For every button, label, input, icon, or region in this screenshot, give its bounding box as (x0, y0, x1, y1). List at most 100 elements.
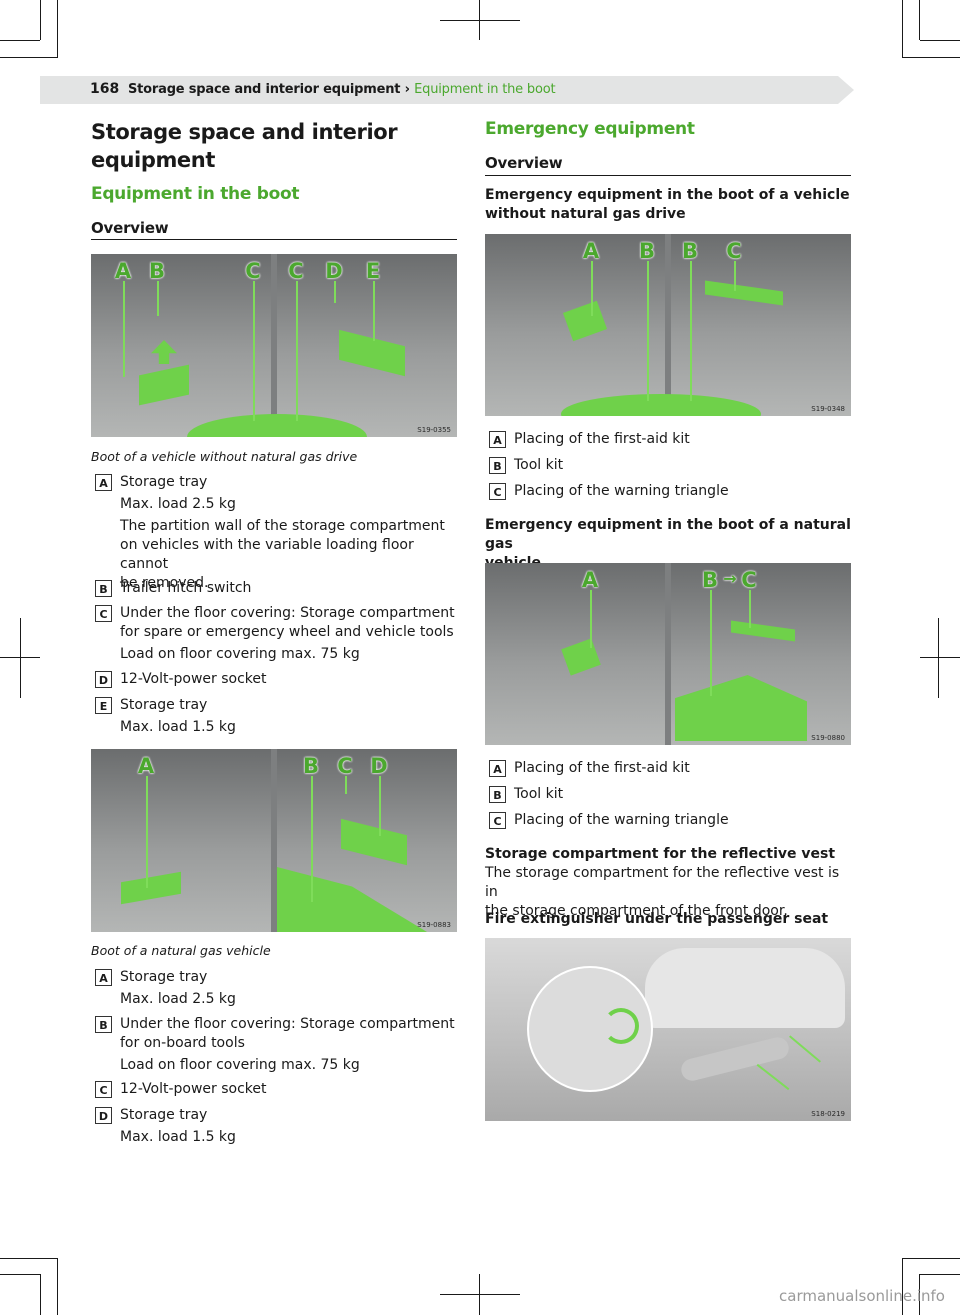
item-line: Max. load 1.5 kg (120, 719, 236, 735)
vest-heading: Storage compartment for the reflective v… (485, 846, 836, 862)
crop-mark (920, 657, 960, 658)
arrow-icon: → (723, 569, 737, 588)
key-badge: D (95, 671, 112, 688)
fire-extinguisher-heading: Fire extinguisher under the passenger se… (485, 911, 829, 927)
callout-label: C (288, 259, 304, 283)
key-badge: C (95, 605, 112, 622)
item-line: Max. load 1.5 kg (120, 1129, 236, 1145)
key-badge: A (95, 474, 112, 491)
emergency-figure-1: A B B C S19-0348 (485, 234, 851, 416)
crop-mark (479, 0, 480, 40)
callout-label: B (681, 239, 698, 263)
callout-line (296, 281, 298, 421)
vest-text-line: The storage compartment for the reflecti… (485, 865, 840, 900)
callout-label: C (741, 568, 757, 592)
page-title: Storage space and interior equipment (91, 118, 451, 174)
list-item: Trailer hitch switch (120, 579, 460, 598)
callout-label: B (302, 754, 319, 778)
callout-line (373, 281, 375, 341)
breadcrumb: Storage space and interior equipment › E… (128, 82, 556, 97)
item-line: 12-Volt-power socket (120, 1081, 267, 1097)
crop-mark (902, 0, 903, 58)
boot-figure-1: A B C C D E S19-0355 (91, 254, 457, 437)
item-line: on vehicles with the variable loading fl… (120, 537, 414, 572)
vest-text-line: the storage compartment of the front doo… (485, 903, 788, 919)
callout-line (734, 261, 736, 291)
pointer-arrow (789, 1035, 821, 1063)
list-item: Placing of the warning triangle (514, 483, 729, 499)
callout-label: A (114, 259, 132, 283)
page-title-line: equipment (91, 148, 215, 172)
heading-line: without natural gas drive (485, 206, 686, 222)
figure-code: S19-0348 (811, 405, 845, 413)
crop-mark (919, 1274, 920, 1315)
item-line: Under the floor covering: Storage compar… (120, 1016, 455, 1032)
section-title: Equipment in the boot (91, 184, 300, 204)
watermark: carmanualsonline.info (779, 1287, 945, 1305)
vest-section: Storage compartment for the reflective v… (485, 845, 855, 921)
key-badge: B (489, 786, 506, 803)
breadcrumb-separator: › (404, 82, 410, 97)
fire-extinguisher-figure: S18-0219 (485, 938, 851, 1121)
item-line: Trailer hitch switch (120, 580, 252, 596)
callout-label: A (137, 754, 155, 778)
callout-line (157, 281, 159, 316)
page-header: 168 Storage space and interior equipment… (40, 76, 854, 104)
callout-label: A (581, 568, 599, 592)
item-line: Storage tray (120, 697, 208, 713)
key-badge: C (489, 812, 506, 829)
overview-heading: Overview (91, 219, 169, 237)
callout-line (690, 261, 692, 401)
breadcrumb-section: Storage space and interior equipment (128, 82, 401, 97)
crop-mark (57, 1258, 58, 1315)
figure-code: S18-0219 (811, 1110, 845, 1118)
key-badge: E (95, 697, 112, 714)
list-item: Tool kit (514, 457, 564, 473)
floor-highlight (187, 414, 367, 437)
boot-photo-left (91, 749, 271, 932)
list-item: Storage tray Max. load 2.5 kg (120, 968, 460, 1009)
callout-label: B (638, 239, 655, 263)
boot-photo-left (91, 254, 271, 437)
callout-label: B (701, 568, 718, 592)
crop-mark (479, 1274, 480, 1315)
heading-line: Emergency equipment in the boot of a nat… (485, 517, 851, 552)
page-number: 168 (90, 81, 120, 97)
callout-label: C (726, 239, 742, 263)
item-line: Max. load 2.5 kg (120, 991, 236, 1007)
crop-mark (40, 0, 41, 40)
crop-mark (920, 40, 960, 41)
callout-line (647, 261, 649, 401)
key-badge: B (95, 1016, 112, 1033)
item-line: 12-Volt-power socket (120, 671, 267, 687)
callout-line (345, 776, 347, 794)
callout-line (253, 281, 255, 421)
figure-caption: Boot of a vehicle without natural gas dr… (91, 449, 358, 464)
list-item: Under the floor covering: Storage compar… (120, 1015, 460, 1075)
key-badge: B (489, 457, 506, 474)
crop-mark (902, 1258, 960, 1259)
emergency-title: Emergency equipment (485, 119, 695, 139)
list-item: Storage tray Max. load 1.5 kg (120, 1106, 460, 1147)
item-line: Under the floor covering: Storage compar… (120, 605, 455, 621)
callout-line (590, 590, 592, 648)
item-line: Storage tray (120, 1107, 208, 1123)
boot-photo-right (671, 234, 851, 416)
key-badge: A (95, 969, 112, 986)
callout-line (749, 590, 751, 628)
figure-caption: Boot of a natural gas vehicle (91, 943, 271, 958)
list-item: Tool kit (514, 786, 564, 802)
list-item: Under the floor covering: Storage compar… (120, 604, 460, 664)
heading-rule (91, 239, 457, 240)
callout-label: A (582, 239, 600, 263)
crop-mark (0, 1258, 58, 1259)
key-badge: A (489, 760, 506, 777)
key-badge: A (489, 431, 506, 448)
crop-mark (440, 1294, 520, 1295)
crop-mark (902, 57, 960, 58)
page-title-line: Storage space and interior (91, 120, 398, 144)
callout-line (379, 776, 381, 836)
callout-label: C (337, 754, 353, 778)
item-line: for spare or emergency wheel and vehicle… (120, 624, 454, 640)
release-arrow-highlight (603, 1008, 639, 1044)
